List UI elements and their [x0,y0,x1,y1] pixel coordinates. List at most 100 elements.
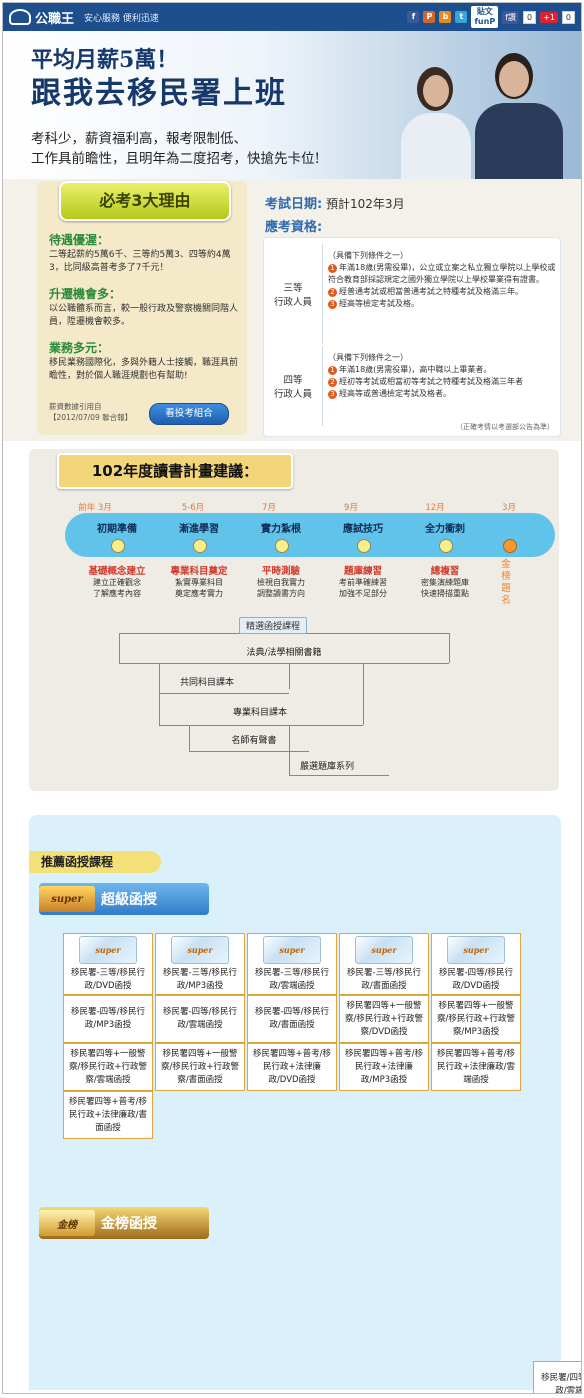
exam-date-key: 考試日期: [265,197,323,212]
course-title: 移民署-四等/移民行政/書面函授 [255,1007,329,1030]
twitter-share-icon[interactable]: t [455,11,468,23]
resource-law-books[interactable]: 法典/法學相關書籍 [246,648,322,658]
tree-line [119,633,120,663]
number-badge: 3 [328,300,337,309]
reason-1-text: 二等起薪約5萬6千、三等約5萬3、四等約4萬3，比同級高普考多了7千元！ [49,250,231,273]
course-card[interactable]: 移民署四等+普考/移民行政+法律廉政/DVD函授 [247,1043,337,1091]
detail-head: 專業科目奠定 [170,566,228,577]
detail-sub: 考前準確練習加強不足部分 [328,577,398,599]
course-card[interactable]: 移民署-四等/移民行政/書面函授 [247,995,337,1043]
reasons-panel: 必考3大理由 待遇優渥： 二等起薪約5萬6千、三等約5萬3、四等約4萬3，比同級… [37,181,247,435]
super-course-icon: super [355,935,413,964]
tree-line [449,633,450,663]
month-label: 7月 [262,503,276,513]
hero-title-line2: 跟我去移民署上班 [31,76,287,111]
course-card[interactable]: 移民署四等+普考/移民行政+法律廉政/雲端函授 [431,1043,521,1091]
resource-major-textbooks[interactable]: 專業科目課本 [232,708,287,718]
detail-sub-line: 加強不足部分 [339,589,387,598]
detail-head: 題庫練習 [343,566,382,577]
reason-3-head: 業務多元： [49,341,110,355]
qual-item-text: 經初等考試或相當初等考試之特種考試及格滿三年者 [339,377,523,386]
course-card[interactable]: 移民署四等+一般警察/移民行政+行政警察/MP3函授 [431,995,521,1043]
qual-separator [322,244,323,344]
qual-intro: （具備下列條件之一） [328,353,408,362]
reason-2-text: 以公職體系而言，較一般行政及警察機關同階人員，陞遷機會較多。 [49,304,239,327]
tree-line [363,663,364,725]
hero-banner: 平均月薪5萬！ 跟我去移民署上班 考科少，薪資福利高，報考限制低、 工作具前瞻性… [3,31,581,179]
course-card[interactable]: 移民署四等+普考/移民行政+法律廉政/書面函授 [63,1091,153,1139]
number-badge: 1 [328,264,337,273]
woman-body [401,113,471,179]
tree-line [189,751,309,752]
resource-question-bank[interactable]: 嚴選題庫系列 [299,762,354,772]
course-card[interactable]: 移民署四等+一般警察/移民行政+行政警察/雲端函授 [63,1043,153,1091]
timeline-dot [111,539,125,553]
gold-logo-icon: 金榜 [39,1210,95,1236]
logo-text: 公職王 [35,11,75,27]
course-card[interactable]: 移民署/四等/移民行政/雲端函授 [533,1361,582,1394]
course-card[interactable]: 移民署-四等/移民行政/MP3函授 [63,995,153,1043]
reason-3-text: 移民業務國際化，多與外籍人士接觸，職涯具前瞻性，對於個人職涯規劃也有幫助! [49,358,239,381]
man-body [475,103,563,179]
course-card[interactable]: super 移民署-三等/移民行政/雲端函授 [247,933,337,995]
hero-title: 平均月薪5萬！ 跟我去移民署上班 [31,45,287,113]
blog-share-icon[interactable]: b [439,11,452,23]
qual-label-grade4: 四等行政人員 [273,375,312,400]
detail-head: 總複習 [430,566,460,577]
source-line2: 【2012/07/09 聯合報】 [49,413,133,422]
super-course-icon: super [447,935,505,964]
tree-line [159,693,160,725]
super-course-icon: super [263,935,321,964]
detail-head: 基礎概念建立 [88,566,146,577]
logo-icon [9,9,31,25]
course-card[interactable]: 移民署-四等/移民行政/雲端函授 [155,995,245,1043]
hero-title-line1: 平均月薪5萬！ [31,47,179,73]
course-card[interactable]: 移民署四等+一般警察/移民行政+行政警察/DVD函授 [339,995,429,1043]
qual-label-grade3: 三等行政人員 [273,283,312,308]
course-title: 移民署四等+普考/移民行政+法律廉政/雲端函授 [437,1048,515,1085]
super-course-brand: super 超級函授 [39,883,209,915]
detail-sub-line: 了解應考內容 [93,589,141,598]
hero-desc-line2: 工作具前瞻性，且明年為二度招考，快搶先卡位! [31,151,320,167]
view-combo-button[interactable]: 看投考組合 [149,403,229,425]
plurk-share-icon[interactable]: P [423,11,436,23]
recommended-title: 推薦函授課程 [29,851,161,873]
detail-sub: 紮實專業科目奠定應考實力 [164,577,234,599]
course-title: 移民署四等+普考/移民行政+法律廉政/DVD函授 [253,1048,331,1085]
timeline-dot [275,539,289,553]
gold-course-brand: 金榜 金榜函授 [39,1207,209,1239]
google-plus-button[interactable]: +1 [540,11,558,23]
qual-item-text: 經普通考試或相當普通考試之特種考試及格滿三年。 [339,287,523,296]
course-card[interactable]: 移民署四等+普考/移民行政+法律廉政/MP3函授 [339,1043,429,1091]
course-title: 移民署-三等/移民行政/雲端函授 [255,967,329,991]
tree-line [159,663,160,693]
man-face [499,61,529,97]
site-slogan: 安心服務 便利迅速 [84,13,159,24]
resource-audio-books[interactable]: 名師有聲書 [231,736,277,746]
hero-people-photo [395,53,565,179]
facebook-like-button[interactable]: f讚 [502,10,520,24]
funp-button[interactable]: 貼文 funP [471,6,499,28]
facebook-share-icon[interactable]: f [407,11,420,23]
timeline-dot [439,539,453,553]
detail-sub-line: 快速掃描重點 [421,589,469,598]
course-title: 移民署/四等/移民行政/雲端函授 [541,1373,582,1394]
course-title: 移民署-四等/移民行政/雲端函授 [163,1007,237,1030]
study-plan-title: 102年度讀書計畫建議： [57,453,293,489]
site-logo[interactable]: 公職王 [9,8,74,27]
course-card[interactable]: 移民署四等+一般警察/移民行政+行政警察/書面函授 [155,1043,245,1091]
resource-courses[interactable]: 精選函授課程 [239,617,308,634]
resource-common-textbooks[interactable]: 共同科目課本 [179,678,234,688]
plan-months: 前年 3月 5-6月 7月 9月 12月 3月 [29,501,559,513]
